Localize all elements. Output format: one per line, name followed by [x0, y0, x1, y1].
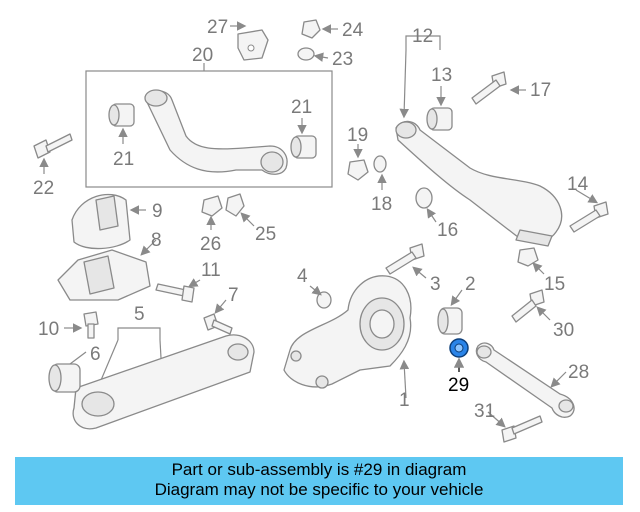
bushing-2: [437, 307, 463, 335]
banner-line-2: Diagram may not be specific to your vehi…: [154, 480, 484, 499]
bolt-22: [33, 133, 73, 159]
callout-13: 13: [431, 65, 452, 86]
callout-28: 28: [568, 362, 589, 383]
callout-31: 31: [474, 401, 495, 422]
bushing-29-highlighted: [449, 338, 469, 358]
callout-21b: 21: [291, 97, 312, 118]
nut-19: [347, 159, 369, 181]
callout-9: 9: [152, 201, 163, 222]
bolt-30: [511, 289, 545, 323]
knuckle-1: [283, 275, 412, 389]
washer-4: [316, 291, 332, 309]
callout-23: 23: [332, 49, 353, 70]
nut-26: [201, 195, 223, 217]
callout-29: 29: [448, 375, 469, 396]
callout-22: 22: [33, 178, 54, 199]
bushing-21-left: [108, 103, 135, 127]
callout-5: 5: [134, 304, 145, 325]
callout-6: 6: [90, 344, 101, 365]
group-20-box: [85, 70, 333, 188]
callout-26: 26: [200, 234, 221, 255]
link-28: [475, 342, 575, 418]
bushing-6: [48, 363, 81, 393]
callout-12: 12: [412, 26, 433, 47]
washer-16: [415, 187, 433, 209]
bolt-7: [203, 313, 233, 335]
callout-8: 8: [151, 230, 162, 251]
callout-25: 25: [255, 224, 276, 245]
mount-8: [57, 249, 151, 301]
callout-17: 17: [530, 80, 551, 101]
cover-9: [71, 193, 131, 250]
bolt-14: [569, 201, 609, 233]
callout-14: 14: [567, 174, 589, 195]
callout-19: 19: [347, 125, 368, 146]
bolt-3: [385, 243, 425, 275]
bolt-17: [471, 71, 507, 105]
bracket-27: [237, 29, 269, 61]
bolt-31: [501, 415, 543, 443]
bracket-25: [225, 193, 245, 217]
callout-3: 3: [430, 274, 441, 295]
nut-15: [517, 247, 539, 267]
bushing-21-right: [290, 135, 317, 159]
upper-arm-part: [144, 89, 288, 175]
nut-24: [301, 19, 321, 39]
callout-15: 15: [544, 274, 565, 295]
callout-1: 1: [399, 390, 410, 411]
trailing-arm-5: [72, 334, 255, 430]
callout-11: 11: [201, 260, 221, 281]
callout-24: 24: [342, 20, 364, 41]
bushing-13: [426, 107, 453, 131]
bolt-11: [155, 283, 195, 303]
banner-line-1: Part or sub-assembly is #29 in diagram: [171, 460, 467, 479]
callout-20: 20: [192, 45, 213, 66]
bolt-10: [83, 311, 99, 339]
callout-30: 30: [553, 320, 574, 341]
lower-control-arm-12: [395, 120, 563, 247]
info-banner: Part or sub-assembly is #29 in diagram D…: [15, 457, 623, 505]
parts-diagram: 20 21 21 22 27 24 23 12: [33, 17, 609, 443]
callout-27: 27: [207, 17, 228, 38]
washer-23: [297, 47, 315, 61]
callout-2: 2: [465, 274, 476, 295]
washer-18: [373, 155, 387, 173]
callout-21a: 21: [113, 149, 134, 170]
callout-7: 7: [228, 285, 239, 306]
callout-4: 4: [297, 266, 308, 287]
callout-16: 16: [437, 220, 458, 241]
callout-18: 18: [371, 194, 392, 215]
callout-10: 10: [38, 319, 59, 340]
